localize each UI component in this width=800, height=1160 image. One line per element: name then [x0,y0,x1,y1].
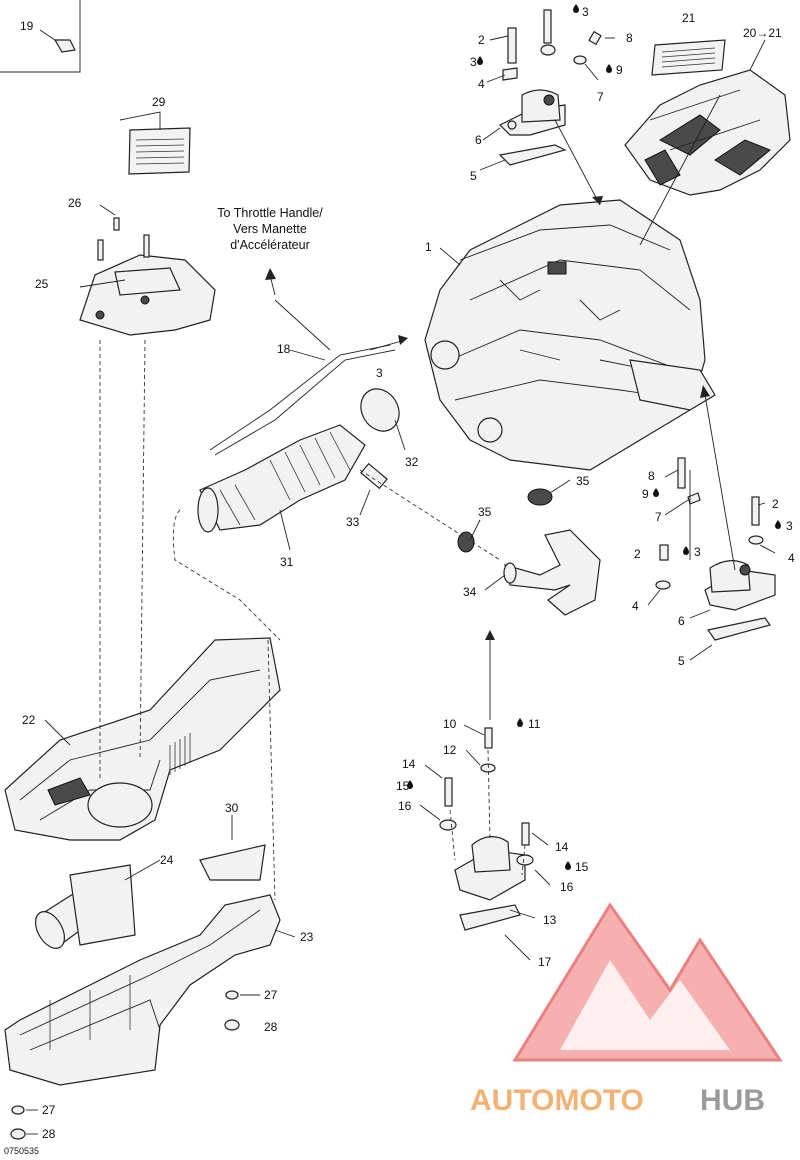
throttle-note: To Throttle Handle/ Vers Manette d'Accél… [217,206,323,252]
callout-28-bottom: 28 [42,1127,56,1141]
callout-15-left: 15 [396,779,410,793]
callout-15-right: 15 [575,860,589,874]
callout-24: 24 [160,853,174,867]
callout-11: 11 [528,717,541,731]
callout-4-right: 4 [788,551,795,565]
callout-2-right-left: 2 [634,547,641,561]
callout-2-right: 2 [772,497,779,511]
callout-26: 26 [68,196,82,210]
watermark-text-auto: AUTOMOTO [470,1084,644,1117]
callout-18: 18 [277,342,291,356]
watermark-text-hub: HUB [700,1084,765,1117]
callout-7-top: 7 [597,90,604,104]
cover-30 [199,844,266,881]
callout-27-bottom: 27 [42,1103,56,1117]
callout-23: 23 [300,930,314,944]
fitting-33 [360,462,388,490]
callout-9-right: 9 [642,487,649,501]
watermark-logo: AUTOMOTO HUB [470,902,783,1117]
lubricant-drop-icons [407,4,781,870]
callout-4-right-lower: 4 [632,599,639,613]
callout-27-mid: 27 [264,988,278,1002]
callout-16-left: 16 [398,799,412,813]
clamp-35a [527,488,553,506]
arrows [265,94,736,720]
callout-2-top: 2 [478,33,485,47]
callout-14-left: 14 [402,757,416,771]
note-line-1: To Throttle Handle/ [217,206,323,220]
callout-9-top: 9 [616,63,623,77]
clip-19 [53,39,76,53]
callout-22: 22 [22,713,36,727]
callout-14-right: 14 [555,840,569,854]
callout-35-left: 35 [478,505,492,519]
engine-mount-right [655,457,776,641]
decal-21 [651,39,726,76]
callout-19: 19 [20,19,34,33]
callout-25: 25 [35,277,49,291]
callout-3-right-left: 3 [694,545,701,559]
callout-3-right: 3 [786,519,793,533]
callout-21: 21 [682,11,696,25]
callout-35-right: 35 [576,474,590,488]
callout-3-cable: 3 [376,366,383,380]
callout-6-top: 6 [475,133,482,147]
callouts: 1 2 3 3 4 6 5 8 9 7 21 20→21 19 29 26 25… [20,5,795,1141]
callout-10: 10 [443,717,457,731]
callout-13: 13 [543,913,557,927]
callout-34: 34 [463,585,477,599]
callout-3-top-left: 3 [470,55,477,69]
engine-mount-bottom [439,727,534,931]
image-code: 0750535 [4,1146,39,1156]
clamp-32 [360,388,400,432]
note-line-2: Vers Manette [233,222,307,236]
hose-34 [503,529,601,616]
callout-28-mid: 28 [264,1020,278,1034]
alignment-lines [99,339,691,901]
callout-8-right: 8 [648,469,655,483]
engine-mount-top [498,9,602,166]
engine-cover [624,69,791,196]
leader-lines [26,29,776,1135]
note-line-3: d'Accélérateur [230,238,310,252]
fasteners-27-28 [10,990,240,1140]
callout-6-right: 6 [678,614,685,628]
callout-32: 32 [405,455,419,469]
clamp-35b [457,531,475,553]
callout-4-top: 4 [478,77,485,91]
callout-5-top: 5 [470,169,477,183]
callout-8-top: 8 [626,31,633,45]
callout-17: 17 [538,955,552,969]
callout-31: 31 [280,555,294,569]
intake-tube-24 [34,864,136,949]
airbox-upper-22 [4,637,281,841]
callout-16-right: 16 [560,880,574,894]
callout-29: 29 [152,95,166,109]
callout-33: 33 [346,515,360,529]
callout-7-right: 7 [655,510,662,524]
callout-5-right: 5 [678,654,685,668]
throttle-cable-18 [209,344,391,451]
frame-corner [0,0,81,73]
intake-hose-31 [197,424,366,533]
decal-29 [128,127,191,175]
airbox-lower-23 [4,894,281,1086]
intake-cover-25 [79,217,216,336]
callout-30: 30 [225,801,239,815]
engine-block [424,199,716,471]
callout-1: 1 [425,240,432,254]
callout-3-top-right: 3 [582,5,589,19]
callout-20-21: 20→21 [743,26,782,40]
callout-12: 12 [443,743,457,757]
